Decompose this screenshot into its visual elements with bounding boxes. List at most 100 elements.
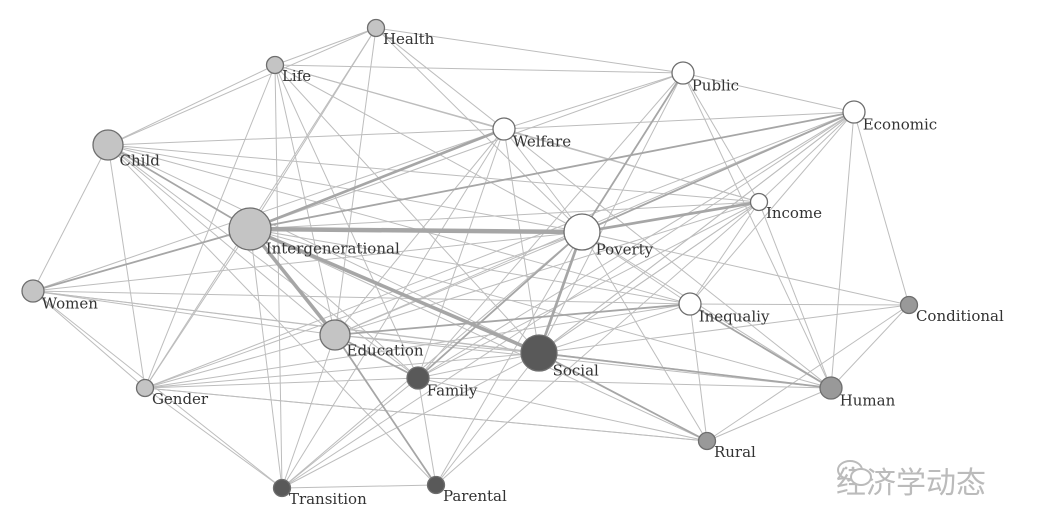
- edge-gender-transition: [144, 387, 283, 489]
- node-parental: Parental: [426, 475, 507, 505]
- edge-human-rural: [706, 387, 832, 442]
- node-public: Public: [671, 61, 739, 95]
- edge-poverty-inequaliy: [581, 231, 691, 305]
- node-intergenerational: Intergenerational: [228, 207, 400, 258]
- edge-transition-social: [281, 352, 540, 489]
- node-circle: [492, 117, 516, 141]
- edge-income-human: [758, 201, 832, 389]
- edge-intergenerational-social: [249, 227, 540, 355]
- edge-child-family: [107, 144, 419, 379]
- node-label: Poverty: [596, 241, 654, 259]
- edge-inequaliy-social: [538, 303, 691, 354]
- edge-women-welfare: [32, 128, 505, 292]
- node-health: Health: [366, 18, 435, 48]
- node-circle: [842, 100, 866, 124]
- node-circle: [272, 478, 292, 498]
- node-circle: [366, 18, 386, 38]
- edge-women-poverty: [32, 231, 583, 292]
- node-transition: Transition: [272, 478, 367, 508]
- edge-life-social: [274, 64, 540, 354]
- edge-women-inequaliy: [32, 290, 691, 305]
- node-circle: [426, 475, 446, 495]
- edge-poverty-conditional: [581, 231, 910, 306]
- edge-intergenerational-inequaliy: [249, 228, 691, 305]
- edge-intergenerational-family: [249, 228, 419, 379]
- edge-education-social: [334, 334, 540, 354]
- edge-conditional-social: [538, 304, 910, 354]
- edge-poverty-social: [537, 231, 584, 354]
- edge-family-human: [417, 377, 832, 389]
- edge-child-gender: [107, 144, 146, 389]
- edge-women-education: [32, 290, 336, 336]
- node-circle: [678, 292, 702, 316]
- edge-social-rural: [538, 352, 708, 442]
- node-label: Income: [766, 204, 822, 222]
- edge-inequaliy-human: [689, 303, 832, 389]
- edge-economic-inequaliy: [689, 111, 855, 305]
- edge-public-family: [417, 72, 684, 379]
- edge-child-income: [107, 144, 760, 203]
- node-label: Public: [692, 77, 739, 95]
- edge-health-child: [107, 27, 377, 146]
- node-circle: [697, 431, 717, 451]
- edge-family-transition: [281, 377, 419, 489]
- edge-intergenerational-rural: [249, 228, 708, 442]
- edge-education-inequaliy: [334, 303, 691, 336]
- node-label: Conditional: [916, 307, 1004, 325]
- edge-intergenerational-education: [248, 227, 337, 337]
- node-circle: [563, 213, 601, 251]
- node-label: Intergenerational: [266, 240, 400, 258]
- edge-intergenerational-gender: [144, 228, 251, 389]
- node-circle: [671, 61, 695, 85]
- node-label: Human: [840, 392, 896, 410]
- edge-poverty-income: [581, 200, 760, 234]
- node-label: Health: [383, 30, 435, 48]
- edge-life-transition: [274, 64, 283, 489]
- edge-welfare-social: [503, 128, 540, 354]
- edge-social-human: [538, 352, 832, 389]
- edge-child-welfare: [107, 128, 505, 146]
- edge-child-intergenerational: [107, 144, 251, 230]
- edge-women-intergenerational: [32, 228, 251, 292]
- edge-child-inequaliy: [107, 144, 691, 305]
- edge-transition-welfare: [281, 128, 505, 489]
- node-circle: [92, 129, 124, 161]
- edge-economic-conditional: [853, 111, 910, 306]
- edge-social-income: [538, 201, 760, 354]
- edge-health-life: [274, 27, 377, 66]
- edge-family-poverty: [417, 231, 583, 379]
- edge-education-gender: [144, 334, 336, 389]
- edge-intergenerational-income: [249, 201, 760, 230]
- node-life: Life: [265, 55, 311, 85]
- node-circle: [749, 192, 769, 212]
- edge-rural-gender: [144, 387, 708, 442]
- node-income: Income: [749, 192, 822, 222]
- edge-poverty-public: [581, 72, 684, 233]
- node-circle: [265, 55, 285, 75]
- edge-welfare-public: [503, 72, 684, 130]
- edge-education-income: [334, 201, 760, 336]
- edge-child-education: [107, 144, 336, 336]
- node-rural: Rural: [697, 431, 756, 461]
- edge-health-gender: [144, 27, 377, 389]
- node-label: Welfare: [513, 133, 572, 151]
- node-conditional: Conditional: [899, 295, 1004, 325]
- edge-child-parental: [107, 144, 437, 486]
- edge-life-family: [274, 64, 419, 379]
- node-label: Life: [282, 67, 311, 85]
- node-circle: [21, 279, 45, 303]
- edge-poverty-rural: [581, 231, 708, 442]
- edge-intergenerational-transition: [249, 228, 283, 489]
- node-circle: [135, 378, 155, 398]
- edge-child-poverty: [107, 144, 583, 233]
- edge-welfare-economic: [503, 111, 855, 130]
- edge-conditional-human: [830, 304, 910, 389]
- edge-intergenerational-human: [249, 228, 832, 389]
- edge-family-gender: [144, 377, 419, 389]
- edge-women-gender: [32, 290, 146, 389]
- edge-public-human: [682, 72, 832, 389]
- node-economic: Economic: [842, 100, 937, 134]
- node-label: Women: [42, 295, 99, 313]
- edge-public-economic: [682, 72, 855, 113]
